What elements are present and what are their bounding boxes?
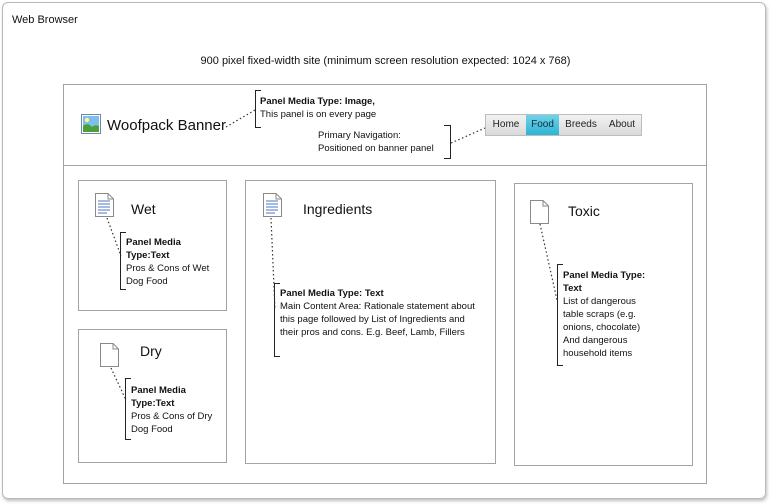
navigation-callout-line [450,127,486,144]
ingredients-note-type: Panel Media Type: Text [280,288,384,299]
dry-note: Panel Media Type:Text Pros & Cons of Dry… [131,384,223,436]
toxic-note-type: Panel Media Type: Text [563,270,646,294]
banner-title: Woofpack Banner [107,117,226,134]
nav-item-food[interactable]: Food [526,115,559,135]
toxic-panel-title: Toxic [568,203,600,219]
wet-note-text: Pros & Cons of Wet Dog Food [126,263,210,287]
window-title: Web Browser [12,14,78,26]
wet-text-document-icon [95,193,114,222]
banner-image-icon [81,114,101,134]
toxic-note: Panel Media Type: Text List of dangerous… [563,269,653,360]
navigation-note-bracket [444,125,451,159]
wet-panel-title: Wet [131,201,156,217]
ingredients-panel [245,180,496,464]
banner-note-bracket [255,90,261,128]
dry-blank-document-icon [100,343,119,372]
wet-note-bracket [120,232,126,290]
ingredients-callout-line [270,217,276,311]
primary-navigation: Home Food Breeds About [485,114,642,136]
nav-item-breeds[interactable]: Breeds [565,119,597,130]
ingredients-text-document-icon [263,193,282,222]
toxic-callout-line [539,223,558,301]
banner-note-type: Panel Media Type: Image, [260,96,375,107]
nav-item-about[interactable]: About [608,119,636,130]
navigation-note-line2: Positioned on banner panel [318,143,434,154]
ingredients-note: Panel Media Type: Text Main Content Area… [280,287,480,339]
banner-callout-line [225,109,256,128]
wet-note: Panel Media Type:Text Pros & Cons of Wet… [126,236,222,288]
banner-divider [63,165,707,166]
nav-item-home[interactable]: Home [492,119,520,130]
banner-note-text: This panel is on every page [260,109,377,120]
dry-note-bracket [125,378,131,440]
ingredients-panel-title: Ingredients [303,201,373,217]
dry-note-type: Panel Media Type:Text [131,385,186,409]
page-width-caption: 900 pixel fixed-width site (minimum scre… [200,55,571,67]
dry-panel-title: Dry [140,343,162,359]
wet-callout-line [106,217,122,257]
toxic-note-bracket [557,264,563,366]
toxic-note-text: List of dangerous table scraps (e.g. oni… [563,296,641,359]
toxic-panel [514,183,693,466]
dry-callout-line [110,367,127,401]
ingredients-note-bracket [274,283,280,357]
browser-window [2,2,766,499]
banner-note: Panel Media Type: Image, This panel is o… [260,95,380,121]
wet-note-type: Panel Media Type:Text [126,237,181,261]
toxic-blank-document-icon [530,200,549,229]
navigation-note: Primary Navigation: Positioned on banner… [318,129,458,155]
ingredients-note-text: Main Content Area: Rationale statement a… [280,301,475,338]
navigation-note-line1: Primary Navigation: [318,130,401,141]
dry-note-text: Pros & Cons of Dry Dog Food [131,411,213,435]
